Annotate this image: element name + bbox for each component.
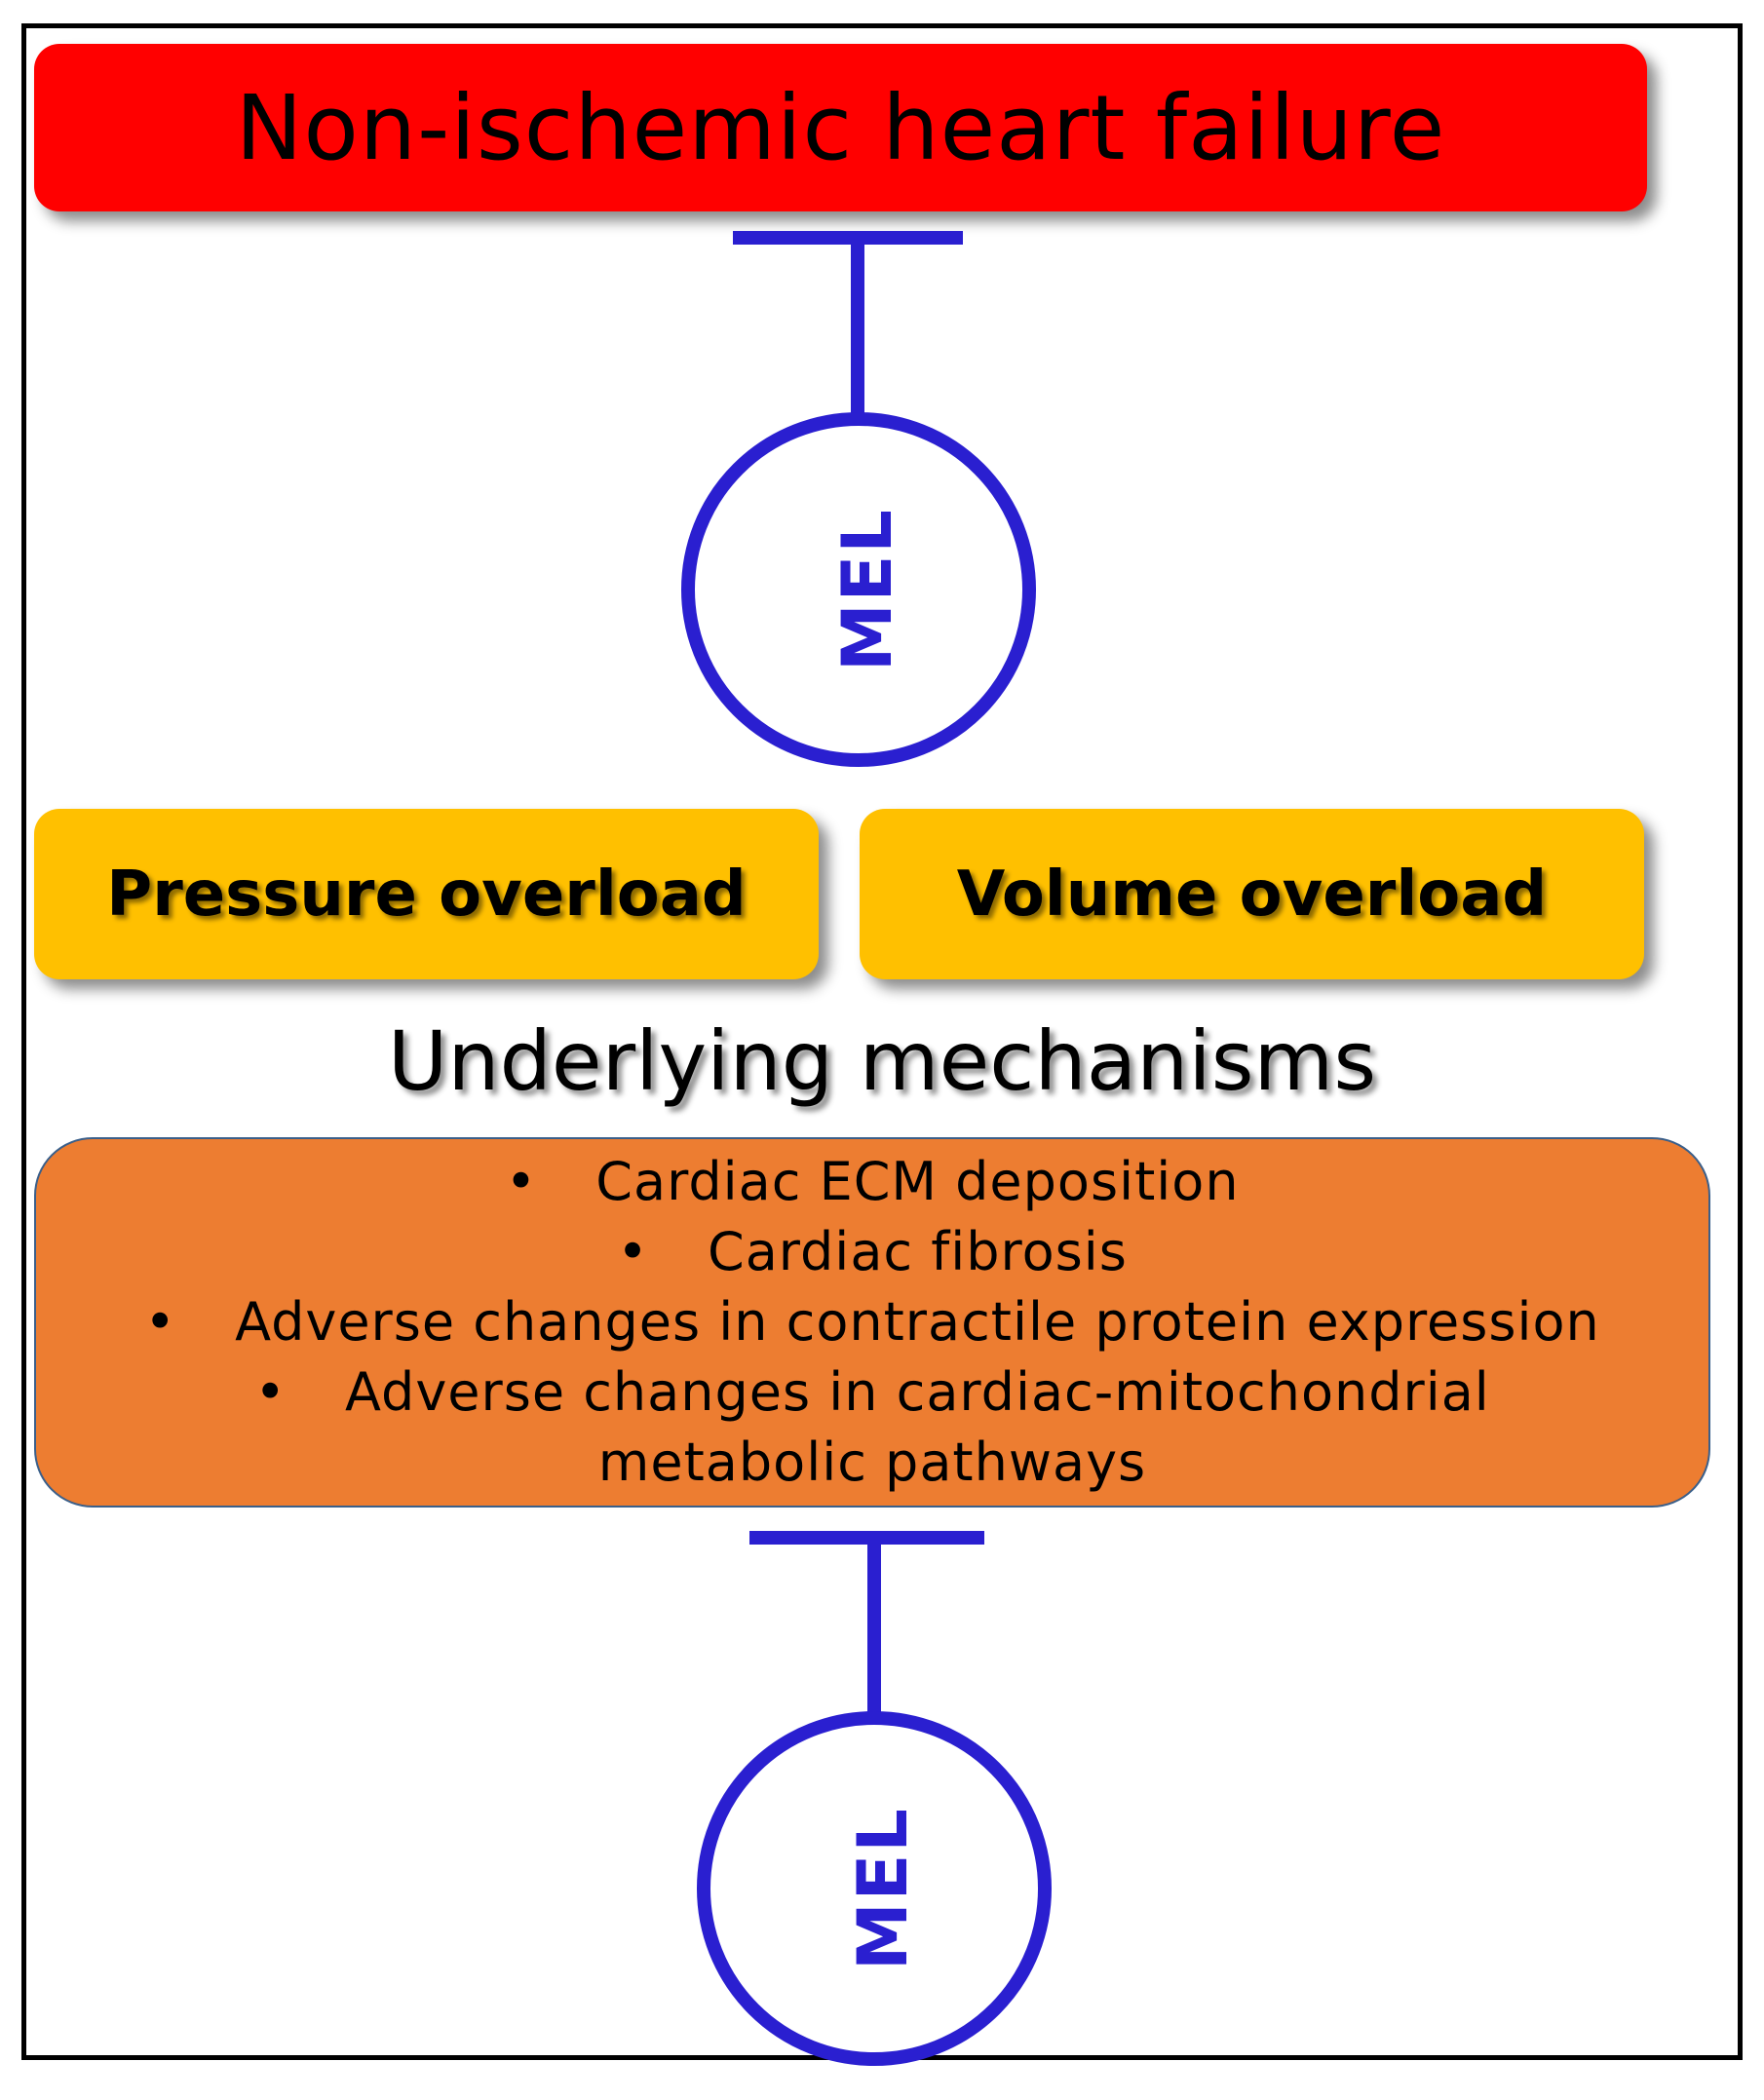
pressure-overload-box: Pressure overload [34,809,819,979]
volume-overload-label: Volume overload [956,858,1548,931]
mechanism-item: •Adverse changes in contractile protein … [144,1287,1600,1357]
mel-circle-bottom [697,1711,1052,2066]
mechanisms-box: •Cardiac ECM deposition •Cardiac fibrosi… [34,1137,1710,1508]
mel-label-bottom: MEL [843,1806,923,1971]
bullet-icon: • [505,1151,538,1212]
heart-failure-title-box: Non-ischemic heart failure [34,44,1647,211]
heart-failure-title: Non-ischemic heart failure [235,75,1446,180]
mel-circle-top [681,412,1036,767]
mechanism-item: •Cardiac ECM deposition [505,1147,1239,1217]
pressure-overload-label: Pressure overload [106,858,747,931]
bullet-icon: • [254,1361,288,1423]
volume-overload-box: Volume overload [860,809,1644,979]
bullet-icon: • [617,1221,649,1282]
mechanism-item-continuation: metabolic pathways [597,1432,1147,1493]
bullet-icon: • [144,1291,177,1353]
mechanism-item: •Adverse changes in cardiac-mitochondria… [254,1357,1490,1428]
mechanism-item: •Cardiac fibrosis [617,1217,1128,1287]
mechanisms-heading: Underlying mechanisms [387,1013,1377,1109]
mel-label-top: MEL [827,507,907,672]
